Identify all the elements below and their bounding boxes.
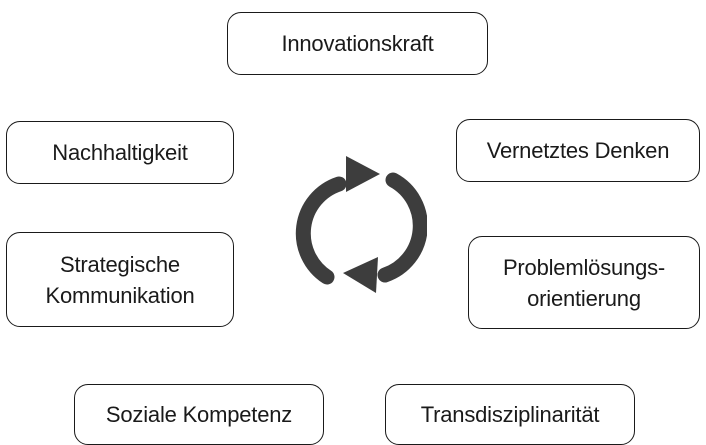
- cycle-arrowhead-top: [346, 156, 380, 192]
- node-nachhaltigkeit: Nachhaltigkeit: [6, 121, 234, 184]
- node-transdisziplinaritaet: Transdisziplinarität: [385, 384, 635, 445]
- node-vernetztes-denken: Vernetztes Denken: [456, 119, 700, 182]
- cycle-arrowhead-bottom: [343, 257, 378, 293]
- node-strategische-kommunikation-label: Strategische Kommunikation: [45, 251, 195, 308]
- node-vernetztes-denken-label: Vernetztes Denken: [486, 138, 670, 163]
- node-innovationskraft-label: Innovationskraft: [281, 31, 434, 56]
- node-problemloesungsorientierung: Problemlösungs- orientierung: [468, 236, 700, 329]
- node-nachhaltigkeit-label: Nachhaltigkeit: [52, 140, 188, 165]
- cycle-arc-left: [295, 176, 347, 285]
- node-soziale-kompetenz-label: Soziale Kompetenz: [105, 402, 293, 427]
- node-problemloesungsorientierung-label: Problemlösungs- orientierung: [502, 254, 666, 311]
- node-transdisziplinaritaet-label: Transdisziplinarität: [420, 402, 600, 427]
- node-soziale-kompetenz: Soziale Kompetenz: [74, 384, 324, 445]
- cycle-arrow-arcs: [295, 172, 427, 285]
- cycle-arc-right: [377, 172, 427, 283]
- node-strategische-kommunikation: Strategische Kommunikation: [6, 232, 234, 327]
- cycle-arrows-icon: [295, 156, 427, 293]
- node-innovationskraft: Innovationskraft: [227, 12, 488, 75]
